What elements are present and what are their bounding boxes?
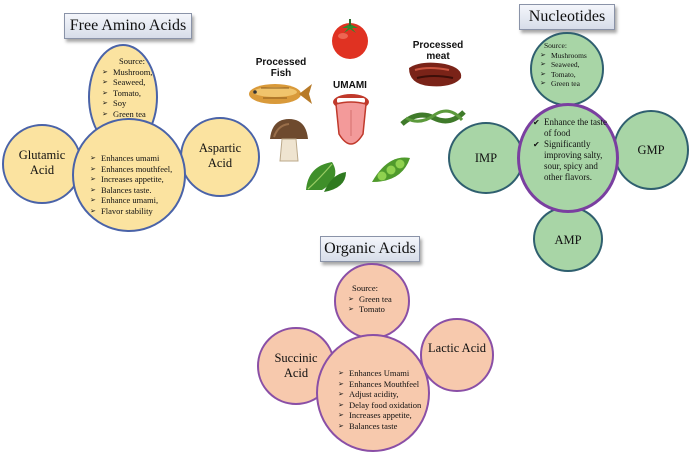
organic-source-item: Green tea xyxy=(348,294,406,305)
organic-effect-item: Enhances Umami xyxy=(338,368,430,379)
lactic-acid-circle xyxy=(420,318,494,392)
pea-pod-icon xyxy=(372,157,410,182)
gmp-label: GMP xyxy=(637,143,665,157)
amino-source-text: Source: Mushroom, Seaweed, Tomato, Soy G… xyxy=(102,56,162,119)
organic-effects-list: Enhances Umami Enhances Mouthfeel Adjust… xyxy=(338,368,430,431)
nucleotide-source-item: Mushrooms xyxy=(540,51,602,61)
amp-label: AMP xyxy=(554,233,582,247)
amino-effect-item: Balances taste. xyxy=(90,185,182,196)
organic-effect-item: Delay food oxidation xyxy=(338,400,430,411)
organic-effects-text: Enhances Umami Enhances Mouthfeel Adjust… xyxy=(338,368,430,431)
organic-source-list: Green tea Tomato xyxy=(348,294,406,315)
amino-effect-item: Enhance umami, xyxy=(90,195,182,206)
nucleotide-source-item: Tomato, xyxy=(540,70,602,80)
organic-effect-item: Adjust acidity, xyxy=(338,389,430,400)
nucleotide-effects-list: Enhance the taste of food Significantly … xyxy=(533,117,615,183)
meat-icon xyxy=(409,62,462,87)
nucleotide-effect-item: Enhance the taste of food xyxy=(533,117,615,139)
amino-source-item: Soy xyxy=(102,98,162,109)
mushroom-icon xyxy=(270,119,308,162)
succinic-acid-label: Succinic Acid xyxy=(274,351,318,380)
amino-effect-item: Enhances mouthfeel, xyxy=(90,164,182,175)
organic-source-text: Source: Green tea Tomato xyxy=(348,283,406,315)
amino-effects-text: Enhances umami Enhances mouthfeel, Incre… xyxy=(90,153,182,216)
green-tea-leaf-icon xyxy=(306,162,346,192)
organic-effect-item: Increases appetite, xyxy=(338,410,430,421)
amino-effect-item: Enhances umami xyxy=(90,153,182,164)
nucleotide-source-item: Seaweed, xyxy=(540,60,602,70)
nucleotides-title: Nucleotides xyxy=(519,4,615,30)
amino-effects-list: Enhances umami Enhances mouthfeel, Incre… xyxy=(90,153,182,216)
processed-meat-label: Processed meat xyxy=(412,40,464,62)
organic-acids-title: Organic Acids xyxy=(320,236,420,262)
amino-source-item: Tomato, xyxy=(102,88,162,99)
nucleotide-source-item: Green tea xyxy=(540,79,602,89)
organic-effect-item: Enhances Mouthfeel xyxy=(338,379,430,390)
imp-circle xyxy=(448,122,524,194)
fish-icon xyxy=(249,84,312,104)
imp-label: IMP xyxy=(474,151,498,165)
umami-label: UMAMI xyxy=(333,80,367,91)
organic-effect-item: Balances taste xyxy=(338,421,430,432)
nucleotide-effect-item: Significantly improving salty, sour, spi… xyxy=(533,139,615,183)
amino-effect-item: Flavor stability xyxy=(90,206,182,217)
organic-source-heading: Source: xyxy=(352,283,378,293)
nucleotide-source-text: Source: Mushrooms Seaweed, Tomato, Green… xyxy=(540,41,602,89)
nucleotide-source-heading: Source: xyxy=(544,41,567,50)
amino-source-item: Green tea xyxy=(102,109,162,120)
amino-source-item: Seaweed, xyxy=(102,77,162,88)
lactic-acid-label: Lactic Acid xyxy=(428,341,486,355)
aspartic-acid-label: Aspartic Acid xyxy=(198,141,242,170)
processed-fish-label: Processed Fish xyxy=(255,57,307,79)
nucleotide-effects-text: Enhance the taste of food Significantly … xyxy=(533,117,615,183)
amino-source-item: Mushroom, xyxy=(102,67,162,78)
mouth-tongue-icon xyxy=(333,94,369,145)
amp-circle xyxy=(533,206,603,272)
tomato-icon xyxy=(332,19,368,59)
amino-source-heading: Source: xyxy=(119,56,145,66)
nucleotide-source-list: Mushrooms Seaweed, Tomato, Green tea xyxy=(540,51,602,89)
glutamic-acid-label: Glutamic Acid xyxy=(18,148,66,177)
seaweed-icon xyxy=(400,109,466,126)
organic-source-item: Tomato xyxy=(348,304,406,315)
amino-source-list: Mushroom, Seaweed, Tomato, Soy Green tea xyxy=(102,67,162,120)
amino-effect-item: Increases appetite, xyxy=(90,174,182,185)
free-amino-acids-title: Free Amino Acids xyxy=(64,13,192,39)
